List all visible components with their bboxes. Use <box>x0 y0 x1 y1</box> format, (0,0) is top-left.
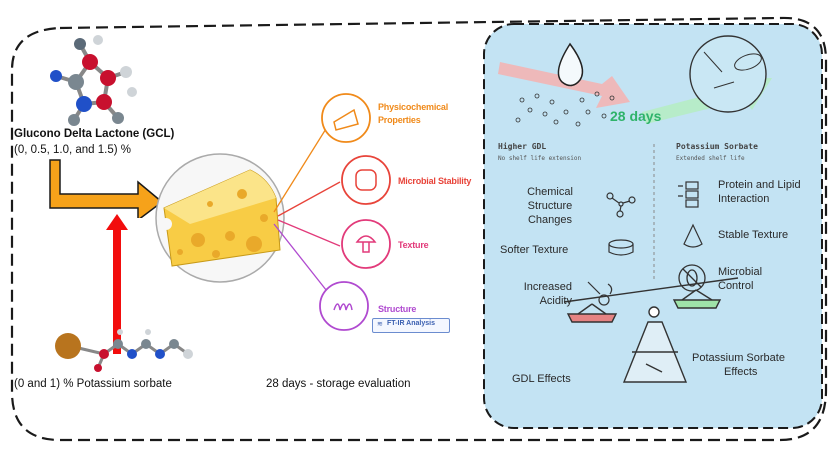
ps-sub: Extended shelf life <box>676 155 745 162</box>
orange-arrow-icon <box>49 159 164 218</box>
no-bacteria-icon <box>678 264 706 292</box>
balance-scale-icon <box>563 277 739 383</box>
ps-levels: (0 and 1) % Potassium sorbate <box>14 378 172 390</box>
bread-icon <box>341 155 391 205</box>
ftir-badge: ≋ FT-IR Analysis <box>372 318 450 333</box>
category-texture: Texture <box>398 240 429 250</box>
results-panel <box>483 23 823 429</box>
gdl-effects-label: GDL Effects <box>512 373 571 385</box>
effect-stable-texture: Stable Texture <box>718 229 789 241</box>
effect-softer-texture: Softer Texture <box>500 244 569 256</box>
bowl-icon <box>608 239 634 256</box>
category-physicochemical: Physicochemical <box>378 102 449 112</box>
mushroom-icon <box>341 219 391 269</box>
category-structure: Structure <box>378 304 417 314</box>
cheese-icon <box>321 93 371 143</box>
cheese-circle <box>155 153 285 283</box>
gcl-levels: (0, 0.5, 1.0, and 1.5) % <box>14 144 131 156</box>
higher-gdl-sub: No shelf life extension <box>498 155 582 162</box>
cone-icon <box>683 223 703 248</box>
ps-head: Potassium Sorbate <box>676 142 758 151</box>
petri-dish-icon <box>689 35 767 113</box>
category-physicochemical-line2: Properties <box>378 115 421 125</box>
drop-icon <box>557 42 584 87</box>
molecule-icon <box>606 192 636 218</box>
ps-effects-label: Potassium Sorbate <box>692 352 785 364</box>
gcl-molecule-icon <box>50 35 137 126</box>
spring-icon <box>319 281 369 331</box>
dots-icon <box>515 91 615 127</box>
red-arrow-icon <box>106 214 128 354</box>
database-icon <box>678 181 699 208</box>
ps-effects-label-2: Effects <box>724 366 758 378</box>
ftir-wave-icon: ≋ <box>377 321 383 328</box>
ftir-badge-label: FT-IR Analysis <box>387 320 435 327</box>
sorbate-molecule-icon <box>55 329 193 372</box>
category-microbial: Microbial Stability <box>398 176 472 186</box>
gcl-title: Glucono Delta Lactone (GCL) <box>14 128 175 140</box>
decline-arrow <box>498 62 630 108</box>
higher-gdl-head: Higher GDL <box>498 142 547 151</box>
connector-lines <box>273 115 341 301</box>
storage-caption: 28 days - storage evaluation <box>266 378 411 390</box>
days-label: 28 days <box>610 108 662 124</box>
pipette-icon <box>587 281 613 306</box>
